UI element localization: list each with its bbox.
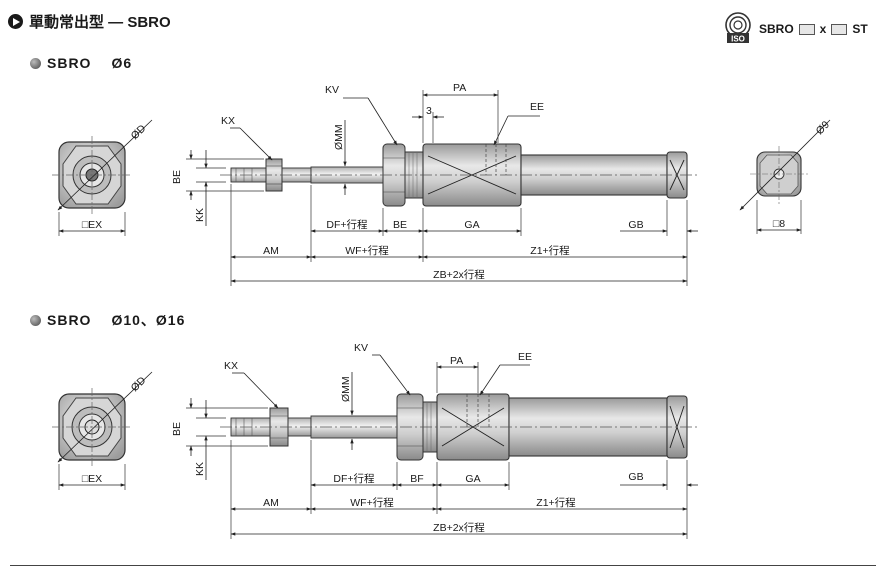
kv-label-1: KV — [325, 84, 339, 96]
three-label-1: 3 — [426, 105, 432, 117]
end-view-1: Ø9 □8 — [739, 119, 833, 234]
bullet-dot-icon — [30, 57, 41, 69]
pa-label-2: PA — [450, 355, 463, 367]
be-v-label-1: BE — [171, 170, 183, 184]
ex-label-2: □EX — [82, 473, 102, 485]
gb-label-1: GB — [628, 219, 643, 231]
wf-label-1: WF+行程 — [345, 244, 389, 257]
z1-label-2: Z1+行程 — [536, 496, 576, 509]
bf-label-2: BF — [410, 473, 423, 485]
stroke-box-icon — [798, 23, 815, 35]
am-label-2: AM — [263, 497, 279, 509]
z1-label-1: Z1+行程 — [530, 244, 570, 257]
omm-label-1: ØMM — [333, 124, 345, 150]
df-label-1: DF+行程 — [326, 218, 368, 231]
play-bullet-icon — [8, 14, 23, 29]
ex-label-1: □EX — [82, 219, 102, 231]
side-view-1 — [220, 143, 698, 207]
drawing-2: ØD □EX — [52, 342, 698, 539]
sq8-label-1: □8 — [773, 218, 785, 230]
be-h-label-1: BE — [393, 219, 407, 231]
kk-label-2: KK — [194, 462, 206, 476]
section-2-bore: Ø10、Ø16 — [111, 312, 186, 328]
ee-label-2: EE — [518, 351, 532, 363]
page-title: 單動常出型 — SBRO — [8, 11, 171, 32]
kx-label-2: KX — [224, 360, 238, 372]
o9-label-1: Ø9 — [814, 119, 833, 138]
section-heading-1: SBRO Ø6 — [30, 55, 132, 71]
section-1-label: SBRO — [47, 55, 92, 71]
section-heading-2: SBRO Ø10、Ø16 — [30, 310, 185, 330]
kv-label-2: KV — [354, 342, 368, 354]
model-prefix: SBRO — [759, 22, 794, 36]
section-2-label: SBRO — [47, 312, 92, 328]
omm-label-2: ØMM — [340, 376, 352, 402]
ee-label-1: EE — [530, 101, 544, 113]
side-view-2 — [220, 393, 698, 461]
zb-label-1: ZB+2x行程 — [433, 268, 485, 281]
bullet-dot-icon — [30, 314, 41, 326]
drawing-1: ØD □EX — [52, 82, 832, 286]
pa-label-1: PA — [453, 82, 466, 94]
section-1-bore: Ø6 — [111, 55, 133, 71]
wf-label-2: WF+行程 — [350, 496, 394, 509]
gb-label-2: GB — [628, 471, 643, 483]
model-code: ISO SBRO x ST — [722, 12, 868, 46]
kk-label-1: KK — [194, 208, 206, 222]
page-title-text: 單動常出型 — SBRO — [29, 14, 171, 31]
front-view-2: ØD □EX — [52, 371, 153, 490]
iso-badge-text: ISO — [731, 35, 745, 44]
bore-box-icon — [831, 23, 848, 35]
am-label-1: AM — [263, 245, 279, 257]
be-v-label-2: BE — [171, 422, 183, 436]
bottom-divider — [10, 565, 876, 566]
front-view-1: ØD □EX — [52, 119, 153, 236]
iso-badge-icon: ISO — [725, 12, 751, 44]
kx-label-1: KX — [221, 115, 235, 127]
model-suffix: ST — [852, 22, 868, 36]
model-x: x — [819, 22, 827, 36]
ga-label-2: GA — [465, 473, 480, 485]
ga-label-1: GA — [464, 219, 479, 231]
df-label-2: DF+行程 — [333, 472, 375, 485]
zb-label-2: ZB+2x行程 — [433, 521, 485, 534]
